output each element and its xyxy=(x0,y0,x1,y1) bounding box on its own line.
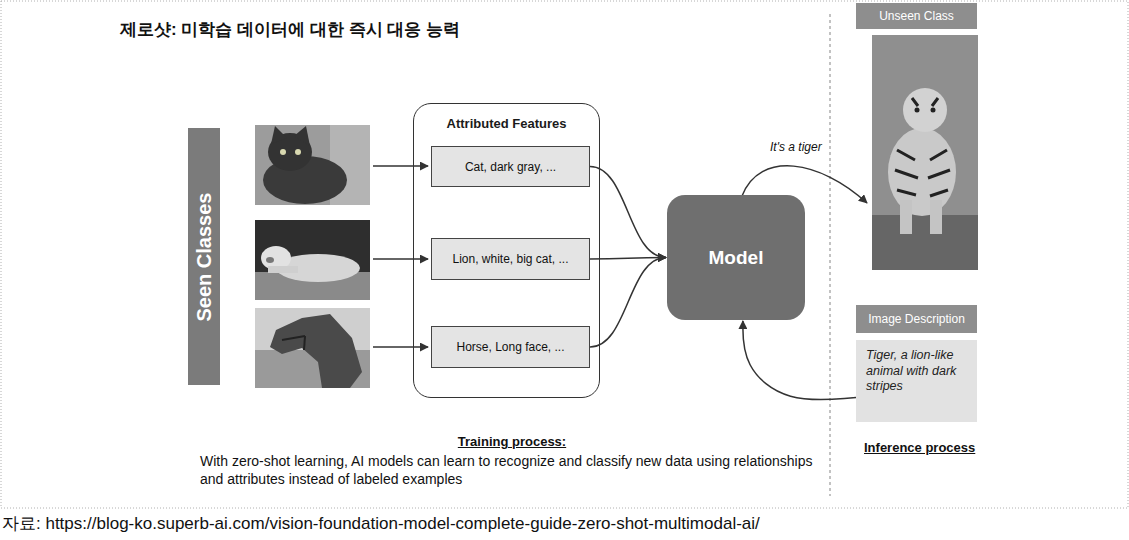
node-label: Attributed Features xyxy=(414,116,599,131)
model-box: Model xyxy=(667,195,805,320)
cat-photo xyxy=(255,125,370,205)
connector-arrow xyxy=(590,258,666,348)
section-heading: Training process: xyxy=(430,434,594,449)
feature-box: Lion, white, big cat, ... xyxy=(431,238,590,280)
node-label: Cat, dark gray, ... xyxy=(465,160,556,174)
node-label: Model xyxy=(709,247,764,269)
tiger-photo xyxy=(872,35,978,270)
divider-line xyxy=(829,14,830,496)
photo-arrow xyxy=(373,165,428,167)
horse-photo xyxy=(255,308,370,388)
class-band: Seen Classes xyxy=(188,128,220,385)
connector-arrow xyxy=(590,167,666,258)
feature-box: Cat, dark gray, ... xyxy=(431,146,590,187)
source-caption: 자료: https://blog-ko.superb-ai.com/vision… xyxy=(2,512,760,535)
arrow-label: It's a tiger xyxy=(768,140,824,154)
node-label: Unseen Class xyxy=(879,9,954,23)
node-label: Horse, Long face, ... xyxy=(456,340,564,354)
lion-photo xyxy=(255,220,370,300)
header-tag: Image Description xyxy=(856,305,977,333)
photo-arrow xyxy=(373,258,428,260)
node-label: Seen Classes xyxy=(193,192,216,321)
photo-arrows xyxy=(373,166,867,347)
connector-arrow xyxy=(743,321,856,400)
section-heading: Inference process xyxy=(862,440,977,455)
frame-border xyxy=(1,1,1128,508)
node-label: Tiger, a lion-like animal with dark stri… xyxy=(866,348,967,395)
diagram-title: 제로샷: 미학습 데이터에 대한 즉시 대응 능력 xyxy=(120,18,460,41)
connector-arrow xyxy=(590,258,666,260)
header-tag: Unseen Class xyxy=(856,3,977,29)
note-text: With zero-shot learning, AI models can l… xyxy=(198,452,828,488)
node-label: Lion, white, big cat, ... xyxy=(452,252,568,266)
photo-arrow xyxy=(373,346,428,348)
feature-group: Attributed FeaturesCat, dark gray, ... Li… xyxy=(413,103,600,398)
node-label: Image Description xyxy=(868,312,965,326)
feature-box: Horse, Long face, ... xyxy=(431,326,590,368)
description-box: Tiger, a lion-like animal with dark stri… xyxy=(856,340,977,422)
